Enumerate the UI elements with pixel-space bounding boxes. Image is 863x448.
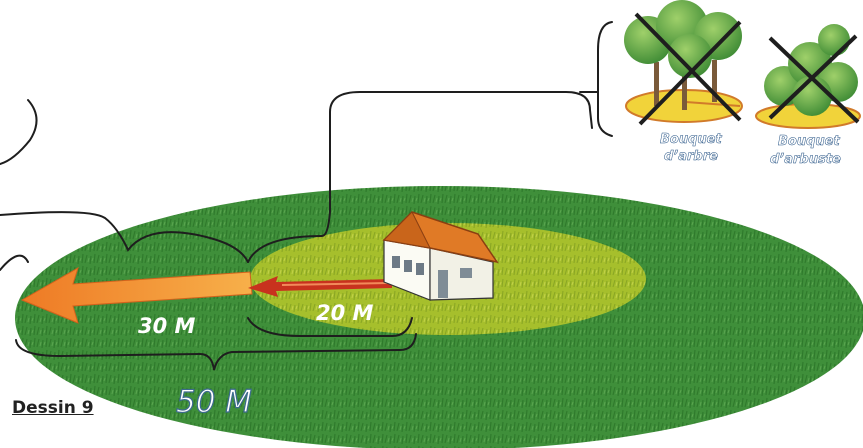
bracket-left-arc bbox=[0, 99, 38, 165]
label-total-distance: 50 M bbox=[176, 384, 252, 420]
tree-label-line1: Bouquet bbox=[660, 132, 722, 147]
shrub-cluster-icon bbox=[755, 24, 861, 129]
outer-distance-arrow bbox=[20, 266, 253, 324]
house-icon bbox=[382, 211, 499, 301]
bracket-house-to-legend bbox=[247, 91, 593, 263]
tree-label-line2: d’arbre bbox=[664, 149, 718, 164]
brace-total-distance bbox=[15, 333, 417, 371]
shrub-label-line2: d’arbuste bbox=[770, 152, 841, 167]
label-inner-distance: 20 M bbox=[316, 301, 374, 325]
shrub-label-line1: Bouquet bbox=[778, 134, 840, 149]
tree-cluster-icon bbox=[624, 0, 743, 126]
label-outer-distance: 30 M bbox=[138, 314, 196, 338]
bracket-far-left bbox=[0, 254, 29, 271]
brace-legend bbox=[579, 21, 613, 137]
figure-caption: Dessin 9 bbox=[12, 398, 94, 418]
bracket-outer-zone bbox=[0, 211, 249, 263]
brace-inner-distance bbox=[247, 317, 413, 337]
inner-distance-arrow bbox=[248, 276, 392, 297]
